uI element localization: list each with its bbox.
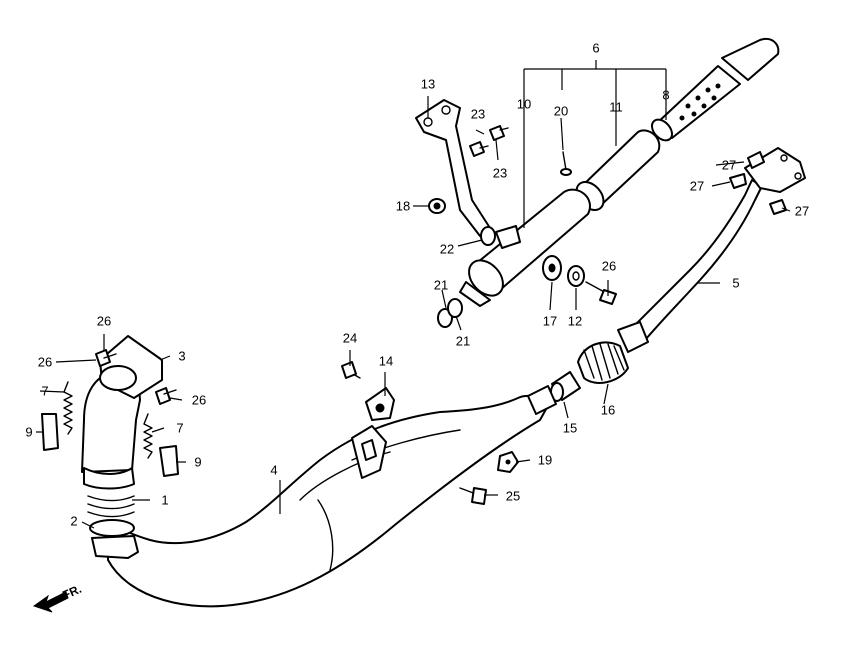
callout-6: 6 — [592, 41, 599, 56]
bolt-27-a-part — [747, 151, 765, 169]
bolt-27-c-part — [769, 199, 787, 215]
callout-23-b: 23 — [493, 166, 507, 181]
callout-27-a: 27 — [722, 158, 736, 173]
bolt-23-lower-part — [469, 141, 489, 157]
callout-21-a: 21 — [434, 278, 448, 293]
callout-18: 18 — [396, 199, 410, 214]
callout-4: 4 — [270, 463, 277, 478]
callout-10: 10 — [517, 97, 531, 112]
front-direction-label: FR. — [60, 582, 83, 603]
sleeve-9-a-part — [41, 413, 59, 451]
bolt-26-upper-part — [95, 349, 117, 367]
callout-2: 2 — [70, 514, 77, 529]
callout-25: 25 — [506, 489, 520, 504]
tail-pipe-part — [617, 147, 806, 353]
screw-20-part — [560, 151, 572, 176]
front-direction-arrow-icon — [32, 591, 69, 613]
callout-3: 3 — [178, 349, 185, 364]
collar-15-part — [550, 371, 581, 402]
callout-1: 1 — [161, 493, 168, 508]
callout-24: 24 — [343, 331, 357, 346]
expansion-chamber-part — [107, 385, 557, 608]
washer-12-part — [567, 265, 585, 287]
nut-18-part — [428, 198, 446, 214]
callout-5: 5 — [732, 276, 739, 291]
callout-17: 17 — [543, 314, 557, 329]
callout-19: 19 — [538, 453, 552, 468]
bolt-26-lower-part — [155, 387, 177, 405]
nut-19-part — [497, 451, 519, 473]
rubber-boot-part — [577, 341, 629, 384]
callout-27-b: 27 — [690, 179, 704, 194]
callout-22: 22 — [440, 242, 454, 257]
callout-27-c: 27 — [795, 204, 809, 219]
callout-12: 12 — [568, 314, 582, 329]
callout-9-a: 9 — [25, 425, 32, 440]
callout-8: 8 — [662, 88, 669, 103]
bolt-26-right-part — [585, 281, 617, 305]
callout-20: 20 — [554, 104, 568, 119]
bolt-27-b-part — [729, 173, 747, 189]
leader-lines — [36, 60, 791, 529]
callout-26-a: 26 — [97, 314, 111, 329]
front-pipe-part — [81, 335, 163, 559]
callout-14: 14 — [379, 354, 393, 369]
callout-26-d: 26 — [602, 259, 616, 274]
callout-15: 15 — [563, 421, 577, 436]
callout-13: 13 — [421, 77, 435, 92]
gasket-21-b-part — [447, 298, 463, 318]
callout-16: 16 — [601, 403, 615, 418]
callout-26-c: 26 — [192, 393, 206, 408]
callout-7-b: 7 — [176, 421, 183, 436]
callout-26-b: 26 — [38, 355, 52, 370]
callout-21-b: 21 — [456, 334, 470, 349]
callout-11: 11 — [609, 100, 623, 115]
baffle-pipe-part — [651, 38, 780, 142]
sleeve-9-b-part — [159, 445, 179, 477]
silencer-body-part — [459, 188, 591, 307]
collar-part — [480, 226, 496, 246]
spring-7-b-part — [143, 413, 153, 459]
callout-23-a: 23 — [471, 107, 485, 122]
bolt-23-upper-part — [489, 125, 509, 141]
callout-9-b: 9 — [194, 455, 201, 470]
grommet-17-part — [542, 255, 562, 281]
bracket-14-part — [365, 387, 395, 421]
bolt-25-part — [459, 487, 487, 505]
callout-7-a: 7 — [41, 384, 48, 399]
bolt-24-part — [341, 361, 361, 379]
spring-7-a-part — [63, 381, 73, 435]
